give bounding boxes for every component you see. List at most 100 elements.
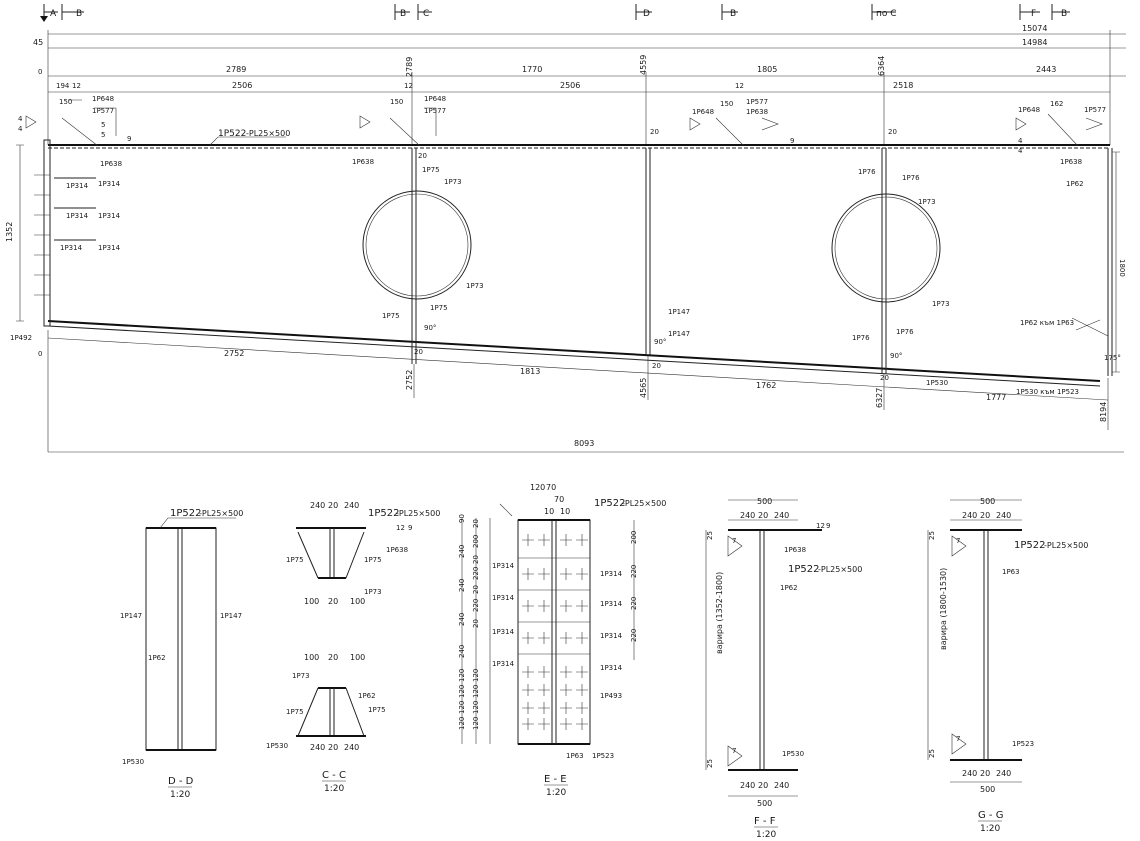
- joint-details: 150 1P648 1P577 1P638 4 4 5 5 9 150 1P64…: [18, 95, 1106, 168]
- part-label: 1P638: [784, 546, 806, 554]
- dim-text: 500: [757, 799, 772, 808]
- part-label: 1P314: [492, 594, 515, 602]
- marker-label: D: [643, 9, 650, 19]
- dim-text: 240: [962, 511, 977, 520]
- section-g-g: 500 240 20 240 1P522 -PL25×500 1P63 1P52…: [927, 497, 1088, 834]
- dim-text: 120: [472, 685, 480, 698]
- dim-text: 220: [630, 565, 638, 578]
- section-e-e: 120 70 70 10 10 1P522 -PL25×500 90 240 2…: [458, 483, 666, 798]
- dim-text: 45: [33, 38, 43, 47]
- dim-text: 10: [560, 507, 570, 516]
- part-label: 1P75: [286, 708, 304, 716]
- part-label: 1P75: [286, 556, 304, 564]
- part-label: 1P73: [466, 282, 484, 290]
- dim-text: 100: [350, 653, 365, 662]
- dim-text: 240: [344, 743, 359, 752]
- stiffeners: 20 20 20 20 20 20: [411, 128, 1113, 382]
- dim-text: 7: [956, 735, 960, 743]
- dim-text: 4: [1018, 147, 1023, 155]
- dim-text: 70: [546, 483, 556, 492]
- dim-text: 2789: [226, 65, 246, 74]
- part-label: 1P522: [788, 564, 819, 575]
- part-label: 1P522: [218, 129, 246, 139]
- dim-text: 240: [740, 511, 755, 520]
- right-end: 1800 1P62 1P62 към 1P63 1P530 към 1P523 …: [926, 151, 1126, 396]
- dim-text: 20: [980, 769, 990, 778]
- part-label: 1P314: [66, 182, 89, 190]
- dim-text: 15074: [1022, 24, 1047, 33]
- dim-text: 220: [630, 629, 638, 642]
- dim-text: 20: [652, 362, 661, 370]
- dim-text: варира (1352-1800): [715, 572, 724, 654]
- dim-text: 20: [880, 374, 889, 382]
- dim-text: 240: [458, 613, 466, 626]
- part-label: 1P523: [592, 752, 614, 760]
- part-label: 1P577: [1084, 106, 1106, 114]
- dim-text: 4: [1018, 137, 1023, 145]
- dim-text: 4: [18, 115, 23, 123]
- dim-text: 20: [758, 511, 768, 520]
- part-label: 1P577: [92, 107, 114, 115]
- part-label: 1P314: [600, 664, 623, 672]
- dim-text: 1770: [522, 65, 542, 74]
- top-flange: 1P522 -PL25×500: [48, 129, 1110, 149]
- dim-text: 100: [350, 597, 365, 606]
- dim-text: 20: [472, 619, 480, 628]
- section-scale: 1:20: [546, 788, 566, 798]
- dim-text: 20: [328, 743, 338, 752]
- dim-text: 25: [928, 531, 936, 540]
- part-label: 1P63: [1002, 568, 1020, 576]
- part-label: 1P314: [492, 660, 515, 668]
- bottom-flange: [47, 320, 1101, 387]
- section-title: E - E: [544, 774, 567, 785]
- section-title: D - D: [168, 776, 194, 787]
- marker-a-b: A B: [40, 4, 84, 22]
- dim-text: 1805: [757, 65, 777, 74]
- dim-text: 240: [310, 743, 325, 752]
- dim-text: 2518: [893, 81, 913, 90]
- angle-text: 175°: [1104, 354, 1121, 362]
- part-label: 1P530 към 1P523: [1016, 388, 1079, 396]
- dim-text: варира (1800-1530): [939, 568, 948, 650]
- dim-text: 2443: [1036, 65, 1056, 74]
- dim-text: 1800: [1118, 259, 1126, 277]
- part-label: 1P522: [1014, 540, 1045, 551]
- part-label: 1P147: [668, 330, 690, 338]
- marker-label: B: [400, 9, 406, 19]
- part-label: 1P577: [746, 98, 768, 106]
- angle-text: 90°: [654, 338, 666, 346]
- dim-text: 1762: [756, 381, 776, 390]
- part-label: 1P314: [492, 628, 515, 636]
- part-label: 1P648: [692, 108, 714, 116]
- part-label: 1P530: [782, 750, 804, 758]
- dim-text: 5: [101, 121, 105, 129]
- part-label: 1P522: [170, 508, 201, 519]
- part-label: -PL25×500: [199, 509, 243, 518]
- dim-text: 12: [735, 82, 744, 90]
- part-label: 1P530: [926, 379, 948, 387]
- web-openings: 1P75 1P73 1P73 1P75 1P75 1P76 1P76 1P73 …: [362, 166, 950, 360]
- ee-left-dims: 90 240 240 240 240 120 120 120 120 20 20…: [458, 514, 491, 744]
- dim-text: 240: [996, 511, 1011, 520]
- dim-text: 9: [790, 137, 794, 145]
- dim-text: 20: [888, 128, 897, 136]
- angle-text: 90°: [424, 324, 436, 332]
- dim-text: 90: [458, 514, 466, 523]
- dim-text: 220: [472, 567, 480, 580]
- dim-text: 7: [732, 747, 736, 755]
- part-label: 1P523: [1012, 740, 1034, 748]
- dim-text: 240: [458, 645, 466, 658]
- dim-text: 240: [458, 545, 466, 558]
- section-scale: 1:20: [756, 830, 776, 840]
- part-label: 1P75: [368, 706, 386, 714]
- dim-text: 20: [472, 555, 480, 564]
- section-scale: 1:20: [324, 784, 344, 794]
- part-label: 1P75: [364, 556, 382, 564]
- dim-text: 220: [472, 599, 480, 612]
- dim-text: 6327: [875, 388, 884, 408]
- part-label: 1P63: [566, 752, 584, 760]
- dim-text: 120: [458, 701, 466, 714]
- dim-text: 500: [980, 497, 995, 506]
- part-label: 1P638: [386, 546, 408, 554]
- dim-text: 25: [706, 759, 714, 768]
